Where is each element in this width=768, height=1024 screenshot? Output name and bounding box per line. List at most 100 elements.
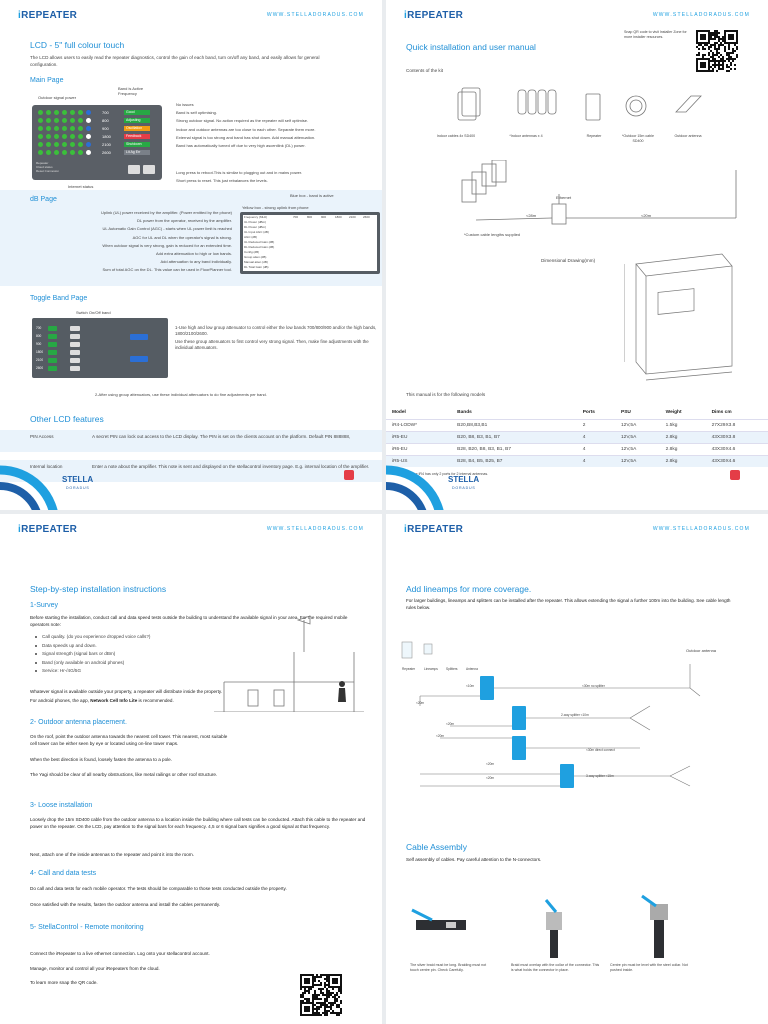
- band-state: Good: [124, 110, 150, 115]
- cable-length-label: <30m direct connect: [586, 748, 615, 752]
- status-note: No issues: [176, 102, 194, 107]
- toggle-band-label: 2600: [36, 366, 44, 370]
- model-cell: 27X29X3.8: [705, 419, 768, 432]
- ethernet-label: Ethernet: [556, 195, 572, 200]
- signal-dot: [45, 142, 51, 147]
- lcd-title: LCD - 5" full colour touch: [30, 40, 125, 50]
- long-press-note: Long press to reboot.This is similar to …: [176, 170, 303, 175]
- cable-length-label: 3-way splitter <15m: [586, 774, 614, 778]
- stella-logo: STELLA: [448, 475, 480, 484]
- qr-code-icon[interactable]: [696, 30, 738, 72]
- survey-bullet: Signal strength (signal bars or dBm): [42, 651, 116, 657]
- signal-dot: [77, 118, 83, 123]
- band-active-dot: [85, 110, 91, 115]
- cable-length-label: <10m: [466, 684, 475, 688]
- model-cell: 12V,5A: [615, 455, 660, 467]
- model-cell: iR4-LODW*: [386, 419, 452, 432]
- bullet-dot-icon: [35, 636, 37, 638]
- reset-button[interactable]: [143, 165, 155, 174]
- db-table-row: Manual atten (dB): [244, 260, 268, 264]
- band-active-label: Band is Active Frequency: [118, 86, 144, 96]
- high-group-attenuator[interactable]: [130, 356, 148, 362]
- db-table-row: AGC (dB): [244, 235, 258, 239]
- db-table-row: Group atten (dB): [244, 255, 267, 259]
- db-label: Uplink (UL) power received by the amplif…: [101, 210, 232, 215]
- model-cell: 12V,5A: [615, 443, 660, 456]
- attenuator-stepper[interactable]: [70, 342, 80, 347]
- db-page-heading: dB Page: [30, 196, 57, 203]
- reboot-button[interactable]: [128, 165, 140, 174]
- caption-centre-pin: Centre pin must be level with the steel …: [610, 963, 688, 972]
- website-url[interactable]: WWW.STELLADORADUS.COM: [266, 526, 364, 532]
- toggle-switch[interactable]: [48, 334, 57, 339]
- toggle-switch[interactable]: [48, 366, 57, 371]
- step-1-text: Before starting the installation, conduc…: [30, 615, 348, 627]
- bullet-dot-icon: [35, 661, 37, 664]
- toggle-band-label: 900: [36, 342, 42, 346]
- band-label: 700: [102, 110, 109, 115]
- model-cell: B28, B4, B5, B25, B7: [451, 455, 577, 467]
- signal-dot: [53, 150, 59, 155]
- signal-dot: [53, 110, 59, 115]
- yellow-box-note: Yellow box - strong uplink from phone: [242, 205, 309, 210]
- brand-logo: iREPEATER: [18, 524, 78, 535]
- band-active-dot: [85, 118, 91, 123]
- status-note: External signal is too strong and band h…: [176, 134, 316, 140]
- attenuator-stepper[interactable]: [70, 350, 80, 355]
- model-cell: iR6-EU: [386, 443, 452, 456]
- step-4-text-1: Do call and data tests for each mobile o…: [30, 886, 287, 891]
- website-url[interactable]: WWW.STELLADORADUS.COM: [652, 526, 750, 532]
- step-5-text-3: To learn more snap the QR code.: [30, 980, 98, 985]
- attenuator-stepper[interactable]: [70, 358, 80, 363]
- toggle-switch[interactable]: [48, 350, 57, 355]
- band-active-dot: [85, 126, 91, 131]
- signal-bars: [36, 117, 92, 124]
- signal-dot: [61, 150, 67, 155]
- toggle-switch[interactable]: [48, 342, 57, 347]
- attenuator-stepper[interactable]: [70, 334, 80, 339]
- page-lcd: iREPEATER WWW.STELLADORADUS.COM LCD - 5"…: [0, 0, 382, 510]
- signal-dot: [37, 150, 43, 155]
- band-label: 2600: [102, 150, 111, 155]
- qr-code-icon[interactable]: [300, 974, 342, 1016]
- kit-illustration: [457, 87, 702, 121]
- model-cell: 12V,5A: [615, 419, 660, 432]
- attenuator-stepper[interactable]: [70, 326, 80, 331]
- signal-dot: [77, 126, 83, 131]
- lineamp-diagram: [401, 641, 701, 788]
- page-lineamps: iREPEATER WWW.STELLADORADUS.COM Add line…: [386, 514, 768, 1024]
- bullet-dot-icon: [35, 644, 37, 647]
- status-note: Band has automatically turned off due to…: [176, 143, 306, 148]
- model-cell: B20,B8,B3,B1: [451, 419, 577, 432]
- signal-dot: [61, 126, 67, 131]
- feature-name-location: Internal location: [30, 464, 63, 469]
- step-3-text-1: Loosely drop the 15m SD400 cable from th…: [30, 817, 366, 829]
- models-footnote: *The iR4 has only 2 ports for 2 internal…: [410, 472, 489, 476]
- low-group-attenuator[interactable]: [130, 334, 148, 340]
- signal-dot: [37, 110, 43, 115]
- kit-item: Indoor cables 4x SD400: [436, 134, 476, 138]
- attenuator-stepper[interactable]: [70, 366, 80, 371]
- toggle-switch[interactable]: [48, 326, 57, 331]
- models-header: Ports: [582, 410, 595, 415]
- website-url[interactable]: WWW.STELLADORADUS.COM: [652, 12, 750, 18]
- step-2-text-1: On the roof, point the outdoor antenna t…: [30, 734, 228, 746]
- legend-item: Lineamps: [424, 667, 438, 671]
- status-note: Indoor and outdoor antennas are too clos…: [176, 126, 316, 132]
- models-header: Model: [392, 410, 406, 415]
- toggle-switch[interactable]: [48, 358, 57, 363]
- signal-dot: [37, 126, 43, 131]
- model-cell: 1.5kg: [659, 419, 706, 432]
- db-table-row: UL Reduced Gain (dB): [244, 240, 275, 244]
- models-header: Dims cm: [711, 410, 732, 415]
- db-table-row: DL Reduced Gain (dB): [244, 245, 275, 249]
- short-press-note: Short press to reset. This just rebalanc…: [176, 178, 268, 183]
- website-url[interactable]: WWW.STELLADORADUS.COM: [266, 12, 364, 18]
- feature-name-pin: PIN Access: [30, 434, 54, 439]
- db-label: Add attenuation to any band individually…: [160, 259, 232, 265]
